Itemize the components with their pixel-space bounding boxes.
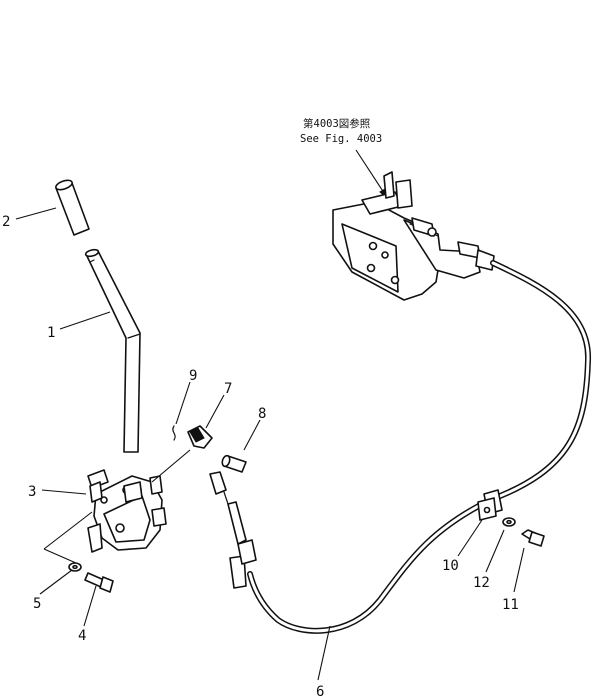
callout-2: 2 <box>2 214 10 230</box>
callout-8: 8 <box>258 406 266 422</box>
lever-rod-part-1 <box>84 248 141 453</box>
callout-7: 7 <box>224 381 232 397</box>
pedal-bracket-assembly <box>332 171 495 301</box>
leader-7-to-base <box>151 449 191 483</box>
lever-base-part-3 <box>87 469 167 553</box>
leader-5 <box>39 569 73 595</box>
leader-5-bracket <box>43 511 93 564</box>
leader-2 <box>15 207 57 220</box>
reference-note-japanese: 第4003図参照 <box>303 117 371 130</box>
clamp-part-10 <box>477 497 497 521</box>
callout-4: 4 <box>78 628 86 644</box>
washer-part-5 <box>68 562 82 572</box>
cable-end-part-7 <box>187 425 213 449</box>
callout-1: 1 <box>47 325 55 341</box>
leader-9 <box>175 381 191 425</box>
washer-part-12 <box>502 517 516 527</box>
callout-11: 11 <box>502 597 519 613</box>
leader-7 <box>205 394 225 429</box>
leader-11 <box>513 547 525 593</box>
callout-12: 12 <box>473 575 490 591</box>
callout-9: 9 <box>189 368 197 384</box>
bolt-part-4 <box>84 572 114 593</box>
leader-3 <box>41 489 87 495</box>
leader-1 <box>59 311 111 330</box>
bolt-part-11 <box>521 529 545 547</box>
reference-note-english: See Fig. 4003 <box>300 133 382 145</box>
callout-10: 10 <box>442 558 459 574</box>
control-cable <box>209 260 592 634</box>
leader-12 <box>485 529 505 573</box>
callout-5: 5 <box>33 596 41 612</box>
leader-6 <box>317 625 331 681</box>
pin-part-8 <box>221 454 247 473</box>
callout-3: 3 <box>28 484 36 500</box>
leader-8 <box>243 419 261 451</box>
knob-part-2 <box>55 179 90 236</box>
clip-part-9 <box>172 425 176 441</box>
leader-10 <box>457 519 483 557</box>
callout-6: 6 <box>316 684 324 700</box>
leader-4 <box>83 585 97 627</box>
